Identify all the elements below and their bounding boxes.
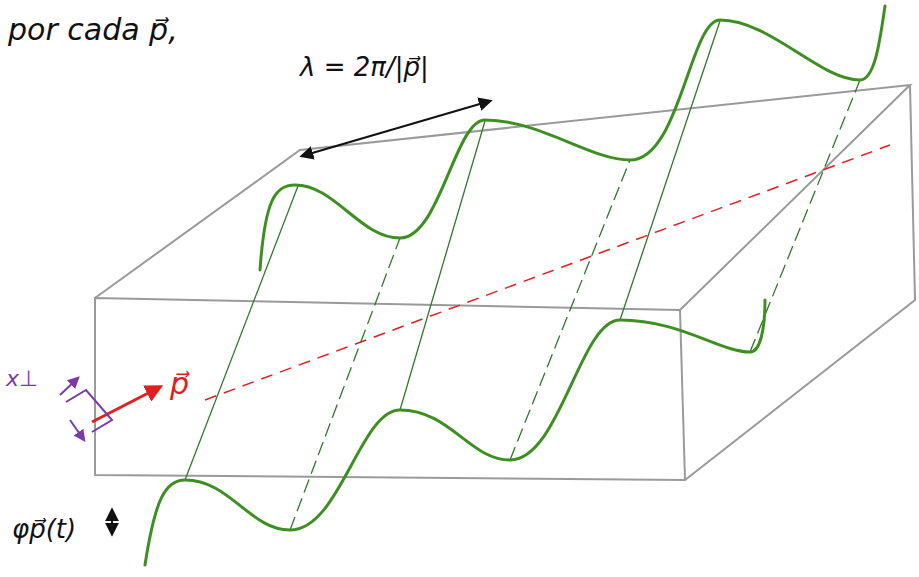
heading-note-holder: por cada p⃗, <box>8 12 178 48</box>
propagation-axis <box>205 145 890 400</box>
amplitude-arrow <box>111 510 113 534</box>
transverse-bracket <box>60 378 112 440</box>
wavelength-label: λ = 2π/|p⃗| <box>300 52 429 83</box>
momentum-arrow <box>92 387 160 422</box>
wavelength-label-holder: λ = 2π/|p⃗| <box>300 52 429 83</box>
transverse-label: x⊥ <box>6 366 38 392</box>
transverse-label-holder: x⊥ <box>6 366 38 392</box>
slab-outline <box>95 85 915 480</box>
plane-wave <box>145 6 885 565</box>
wavefront-lines <box>185 21 860 530</box>
wavelength-arrow <box>302 101 490 156</box>
heading-note: por cada p⃗, <box>8 12 178 48</box>
momentum-label: p⃗ <box>170 366 189 402</box>
momentum-label-holder: p⃗ <box>170 366 189 402</box>
amplitude-label-holder: φp⃗(t) <box>12 514 76 545</box>
amplitude-label: φp⃗(t) <box>12 514 76 545</box>
